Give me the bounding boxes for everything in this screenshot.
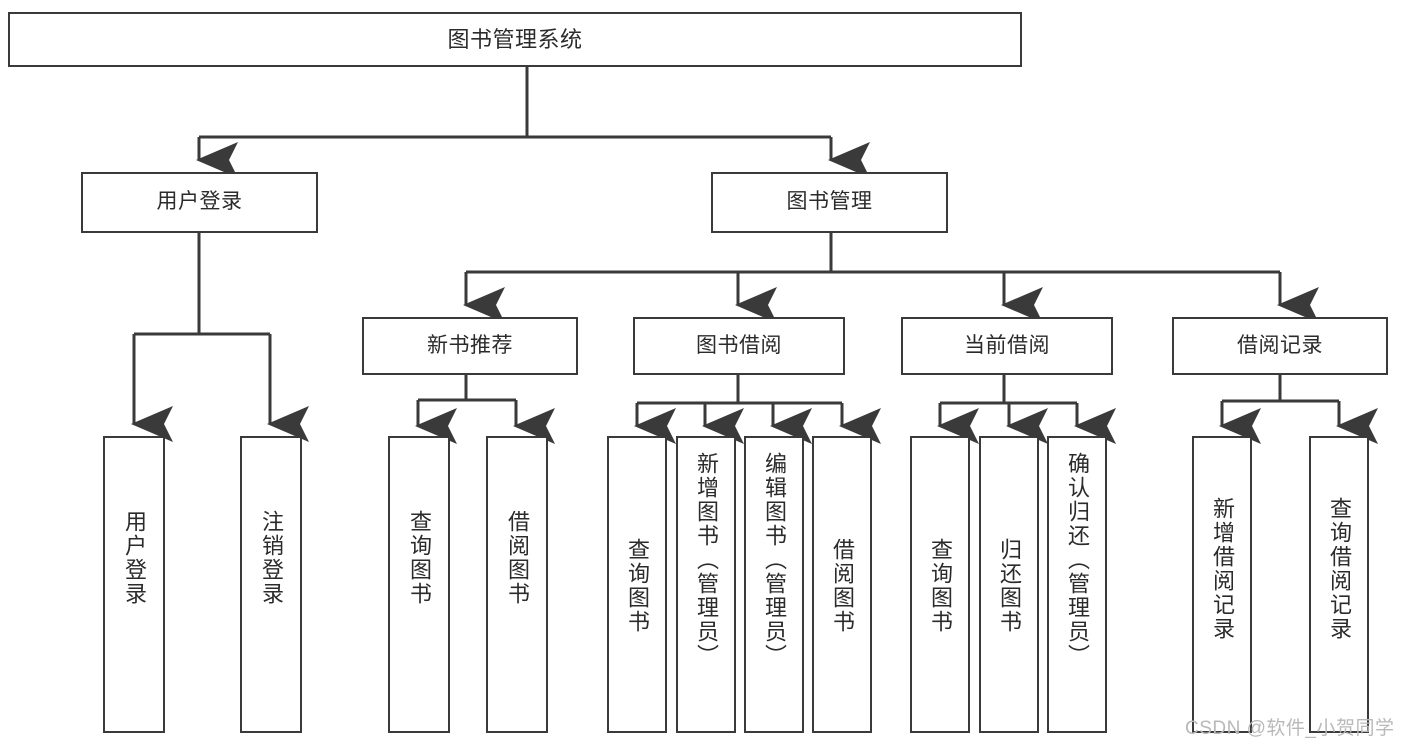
node-label: 新增图书（管理员） bbox=[693, 452, 719, 668]
node-label: 确认归还（管理员） bbox=[1064, 452, 1090, 668]
leaf-current-return-book[interactable]: 归还图书 bbox=[979, 436, 1039, 733]
node-label: 查询图书 bbox=[624, 538, 650, 634]
node-label: 归还图书 bbox=[996, 538, 1022, 634]
node-label: 查询图书 bbox=[927, 538, 953, 634]
leaf-new-book-borrow[interactable]: 借阅图书 bbox=[486, 436, 548, 733]
node-label: 查询图书 bbox=[406, 510, 432, 606]
node-label: 当前借阅 bbox=[964, 333, 1050, 357]
node-label: 查询借阅记录 bbox=[1326, 497, 1352, 641]
leaf-borrow-borrow-book[interactable]: 借阅图书 bbox=[812, 436, 872, 733]
node-borrow-record[interactable]: 借阅记录 bbox=[1172, 317, 1388, 375]
node-user-login[interactable]: 用户登录 bbox=[81, 172, 318, 233]
node-label: 注销登录 bbox=[258, 510, 284, 606]
node-new-book-recommend[interactable]: 新书推荐 bbox=[362, 317, 578, 375]
node-book-management[interactable]: 图书管理 bbox=[711, 172, 948, 233]
leaf-new-book-query[interactable]: 查询图书 bbox=[388, 436, 450, 733]
leaf-borrow-add-book-admin[interactable]: 新增图书（管理员） bbox=[676, 436, 736, 733]
node-current-borrow[interactable]: 当前借阅 bbox=[901, 317, 1113, 375]
node-label: 新书推荐 bbox=[427, 333, 513, 357]
leaf-record-query-record[interactable]: 查询借阅记录 bbox=[1309, 436, 1369, 733]
node-label: 编辑图书（管理员） bbox=[761, 452, 787, 668]
node-label: 图书管理 bbox=[786, 190, 873, 214]
watermark-text: CSDN @软件_小贺同学 bbox=[1185, 718, 1395, 739]
node-label: 借阅图书 bbox=[829, 538, 855, 634]
node-label: 借阅记录 bbox=[1237, 333, 1323, 357]
leaf-record-add-record[interactable]: 新增借阅记录 bbox=[1192, 436, 1252, 733]
node-label: 借阅图书 bbox=[504, 510, 530, 606]
leaf-borrow-edit-book-admin[interactable]: 编辑图书（管理员） bbox=[744, 436, 804, 733]
leaf-borrow-query-book[interactable]: 查询图书 bbox=[607, 436, 667, 733]
node-label: 用户登录 bbox=[121, 510, 147, 606]
leaf-current-query-book[interactable]: 查询图书 bbox=[910, 436, 970, 733]
node-label: 新增借阅记录 bbox=[1209, 497, 1235, 641]
node-label: 用户登录 bbox=[156, 190, 243, 214]
node-root-system[interactable]: 图书管理系统 bbox=[8, 12, 1022, 67]
node-label: 图书管理系统 bbox=[447, 26, 583, 52]
node-label: 图书借阅 bbox=[696, 333, 782, 357]
leaf-current-confirm-return-admin[interactable]: 确认归还（管理员） bbox=[1047, 436, 1107, 733]
leaf-user-login-login[interactable]: 用户登录 bbox=[103, 436, 165, 733]
node-book-borrow[interactable]: 图书借阅 bbox=[633, 317, 845, 375]
leaf-user-login-logout[interactable]: 注销登录 bbox=[240, 436, 302, 733]
